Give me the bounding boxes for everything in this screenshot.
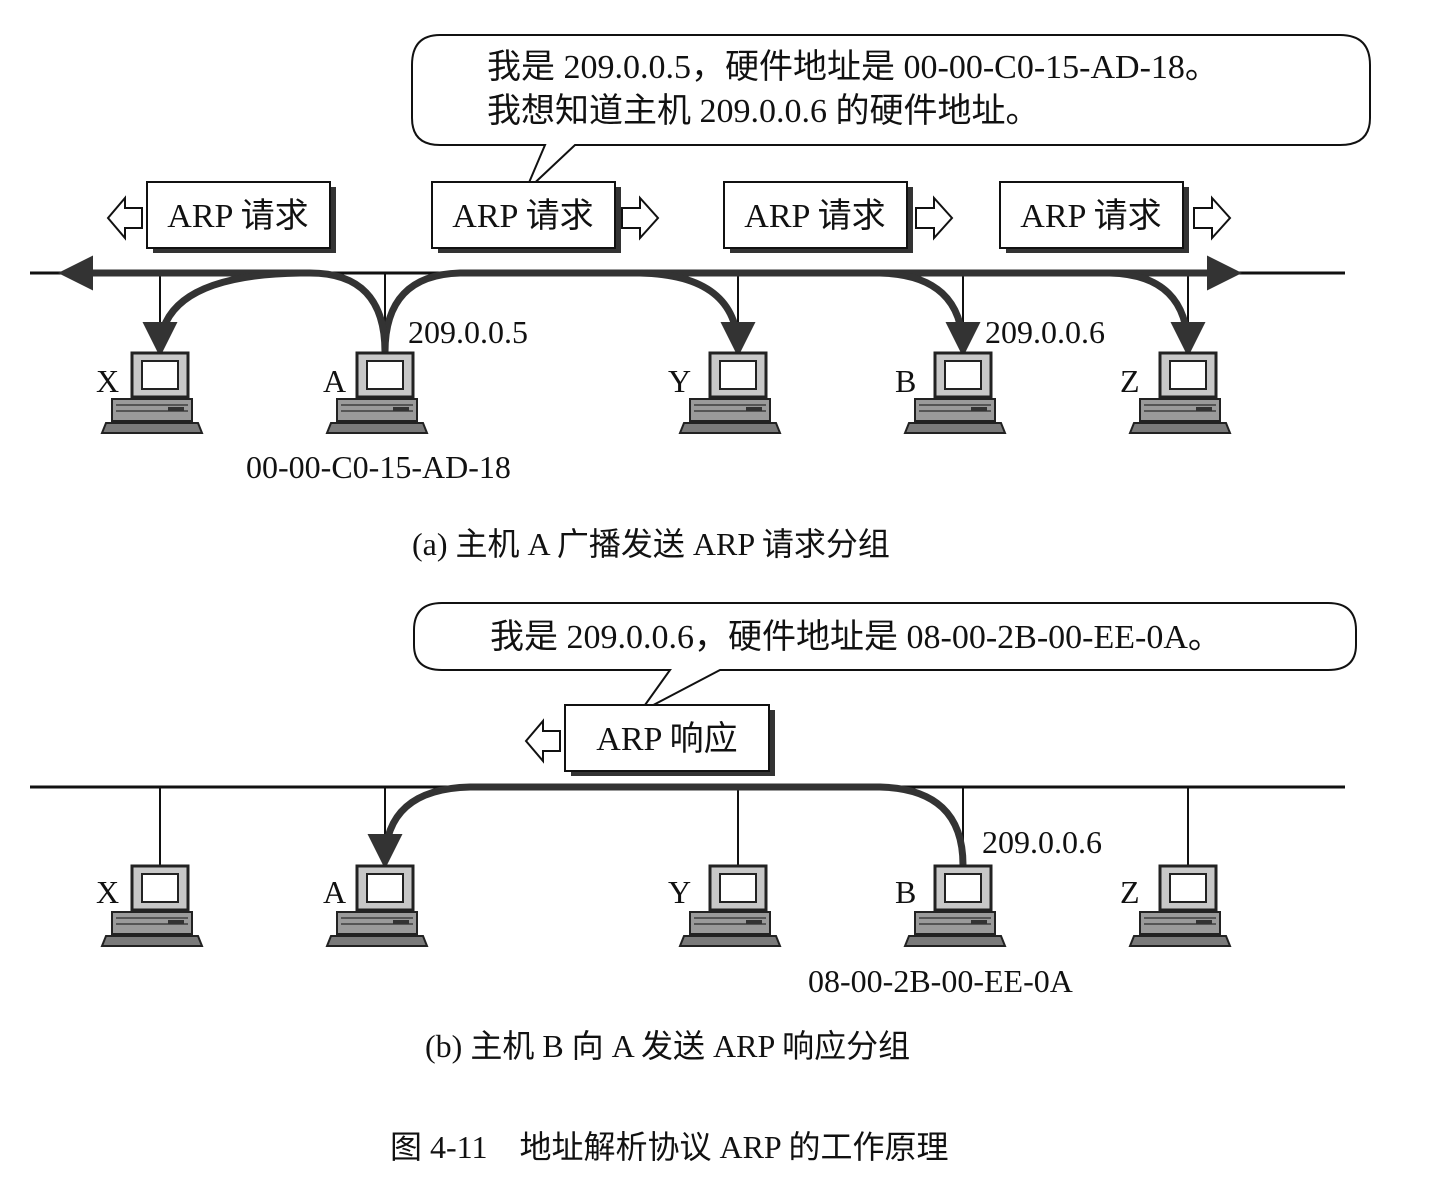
arp-request-packet-2: ARP 请求 — [431, 181, 660, 253]
computer-icon-b — [903, 864, 1007, 948]
host-label-b: B — [895, 363, 916, 399]
host-label-y: Y — [668, 874, 691, 910]
computer-icon-z — [1128, 351, 1232, 435]
arp-request-packet-4: ARP 请求 — [999, 181, 1232, 253]
computer-icon-z — [1128, 864, 1232, 948]
speech-bubble-a: 我是 209.0.0.5，硬件地址是 00-00-C0-15-AD-18。 我想… — [411, 34, 1371, 193]
packet-label: ARP 响应 — [596, 720, 737, 758]
packet-label: ARP 请求 — [744, 198, 885, 235]
speech-bubble-b: 我是 209.0.0.6，硬件地址是 08-00-2B-00-EE-0A。 — [413, 602, 1357, 713]
host-a-mac: 00-00-C0-15-AD-18 — [246, 449, 511, 485]
packet-label: ARP 请求 — [167, 198, 308, 235]
unicast-response-arrow — [367, 783, 967, 869]
packet-label: ARP 请求 — [452, 198, 593, 235]
caption-b: (b) 主机 B 向 A 发送 ARP 响应分组 — [425, 1028, 910, 1064]
arp-request-packet-left: ARP 请求 — [106, 181, 336, 253]
host-b-ip: 209.0.0.6 — [985, 314, 1105, 350]
host-label-z: Z — [1120, 363, 1140, 399]
right-arrow-icon — [915, 195, 954, 241]
host-label-b: B — [895, 874, 916, 910]
bubble-a-line1: 我是 209.0.0.5，硬件地址是 00-00-C0-15-AD-18。 — [487, 48, 1219, 86]
right-arrow-icon — [621, 195, 660, 241]
panel-a: 我是 209.0.0.5，硬件地址是 00-00-C0-15-AD-18。 我想… — [30, 34, 1371, 562]
computer-icon-y — [678, 864, 782, 948]
left-arrow-icon — [524, 718, 561, 764]
host-b-mac: 08-00-2B-00-EE-0A — [808, 963, 1073, 999]
figure-caption: 图 4-11 地址解析协议 ARP 的工作原理 — [390, 1129, 949, 1165]
arp-response-packet: ARP 响应 — [524, 704, 775, 776]
host-label-y: Y — [668, 363, 691, 399]
right-arrow-icon — [1193, 195, 1232, 241]
host-label-a: A — [323, 874, 346, 910]
bubble-a-line2: 我想知道主机 209.0.0.6 的硬件地址。 — [487, 92, 1040, 130]
host-label-a: A — [323, 363, 346, 399]
host-label-x: X — [96, 874, 119, 910]
computer-icon-b — [903, 351, 1007, 435]
computer-icon-y — [678, 351, 782, 435]
host-label-x: X — [96, 363, 119, 399]
host-a-ip: 209.0.0.5 — [408, 314, 528, 350]
panel-b: 我是 209.0.0.6，硬件地址是 08-00-2B-00-EE-0A。 AR… — [30, 602, 1357, 1064]
caption-a: (a) 主机 A 广播发送 ARP 请求分组 — [412, 526, 890, 562]
host-label-z: Z — [1120, 874, 1140, 910]
arp-request-packet-3: ARP 请求 — [723, 181, 954, 253]
broadcast-arrows — [58, 255, 1242, 357]
host-b-ip: 209.0.0.6 — [982, 824, 1102, 860]
packet-label: ARP 请求 — [1020, 198, 1161, 235]
left-arrow-icon — [106, 195, 143, 241]
bubble-b-line1: 我是 209.0.0.6，硬件地址是 08-00-2B-00-EE-0A。 — [490, 618, 1222, 656]
